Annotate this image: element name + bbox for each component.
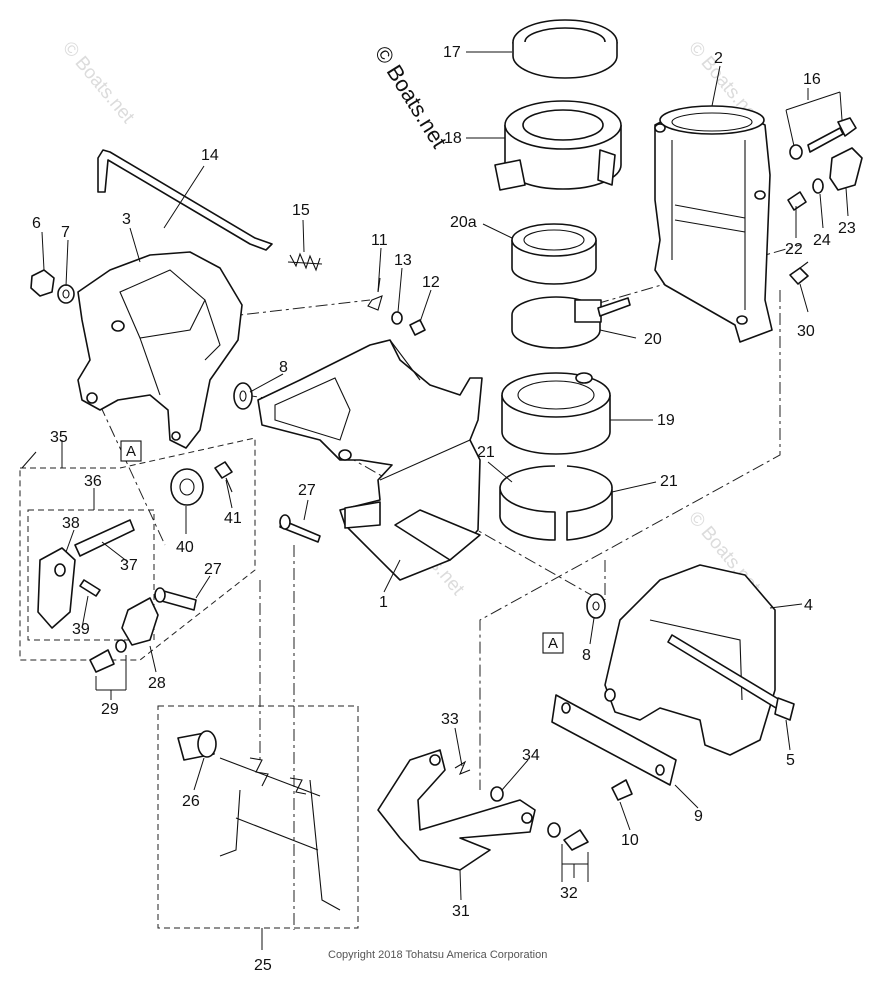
part-20a-bushing <box>511 223 597 285</box>
callout-13: 13 <box>394 252 412 269</box>
watermark-main: © Boats.net <box>370 41 452 152</box>
callout-18: 18 <box>444 130 462 147</box>
callout-34: 34 <box>522 747 540 764</box>
part-9-10-plate-screw <box>551 694 677 801</box>
callout-21: 21 <box>660 473 678 490</box>
part-20-clamp-band <box>511 296 631 349</box>
callout-20a: 20a <box>450 214 477 231</box>
callout-21: 21 <box>477 444 495 461</box>
callout-22: 22 <box>785 241 803 258</box>
callout-36: 36 <box>84 473 102 490</box>
part-15-spring <box>287 252 323 272</box>
ref-box-label: A <box>126 443 136 460</box>
callout-39: 39 <box>72 621 90 638</box>
part-23-24-22-hardware <box>787 147 863 211</box>
callout-40: 40 <box>176 539 194 556</box>
group-boxes <box>19 437 359 929</box>
callout-17: 17 <box>443 44 461 61</box>
part-18-upper-bushing <box>494 100 622 191</box>
callout-5: 5 <box>786 752 795 769</box>
part-30-fitting <box>789 261 809 285</box>
part-37-38-39-lock <box>37 519 135 629</box>
watermark: © Boats.net <box>58 38 139 128</box>
callout-30: 30 <box>797 323 815 340</box>
callout-37: 37 <box>120 557 138 574</box>
part-8-washer-lower <box>586 593 606 619</box>
reference-boxes: A A <box>120 440 564 654</box>
callout-labels: 17 18 20a 20 19 21 21 2 16 23 24 22 30 1… <box>32 44 856 974</box>
callout-14: 14 <box>201 147 219 164</box>
leader-lines <box>21 51 849 950</box>
part-11-13-12-hardware <box>367 277 426 336</box>
part-21-split-rings <box>499 465 613 541</box>
callout-20: 20 <box>644 331 662 348</box>
callout-24: 24 <box>813 232 831 249</box>
callout-12: 12 <box>422 274 440 291</box>
part-27-28-29-hardware <box>89 587 197 673</box>
callout-28: 28 <box>148 675 166 692</box>
callout-32: 32 <box>560 885 578 902</box>
part-17-seal-ring <box>512 19 618 79</box>
part-31-33-34-32-thrust <box>377 749 589 871</box>
part-1-swivel-bracket <box>257 339 483 581</box>
callout-4: 4 <box>804 597 813 614</box>
part-2-swivel-case <box>654 105 773 343</box>
callout-26: 26 <box>182 793 200 810</box>
callout-29: 29 <box>101 701 119 718</box>
part-19-lower-bushing <box>501 372 611 455</box>
callout-25: 25 <box>254 957 272 974</box>
part-14-tilt-rod <box>97 149 273 251</box>
callout-9: 9 <box>694 808 703 825</box>
callout-2: 2 <box>714 50 723 67</box>
callout-11: 11 <box>371 232 388 249</box>
callout-10: 10 <box>621 832 639 849</box>
part-27-pin-upper <box>279 514 321 543</box>
callout-23: 23 <box>838 220 856 237</box>
part-5-bolt <box>667 634 795 721</box>
callout-31: 31 <box>452 903 470 920</box>
callout-16: 16 <box>803 71 821 88</box>
part-40-41-knob-screw <box>170 461 233 506</box>
callout-19: 19 <box>657 412 675 429</box>
part-25-26-stand <box>177 730 341 911</box>
callout-27: 27 <box>298 482 316 499</box>
callout-35: 35 <box>50 429 68 446</box>
part-6-7-nut-washer <box>30 269 75 304</box>
copyright-notice: Copyright 2018 Tohatsu America Corporati… <box>328 949 547 961</box>
callout-3: 3 <box>122 211 131 228</box>
callout-7: 7 <box>61 224 70 241</box>
callout-8: 8 <box>279 359 288 376</box>
callout-27: 27 <box>204 561 222 578</box>
callout-41: 41 <box>224 510 242 527</box>
part-3-clamp-bracket <box>77 251 243 449</box>
part-4-clamp-bracket <box>604 564 776 756</box>
callout-38: 38 <box>62 515 80 532</box>
callout-15: 15 <box>292 202 310 219</box>
callout-33: 33 <box>441 711 459 728</box>
callout-8: 8 <box>582 647 591 664</box>
callout-6: 6 <box>32 215 41 232</box>
callout-1: 1 <box>379 594 388 611</box>
ref-box-label: A <box>548 635 558 652</box>
part-8-washer-upper <box>233 382 253 410</box>
part-16-bolt-washer <box>789 117 857 160</box>
